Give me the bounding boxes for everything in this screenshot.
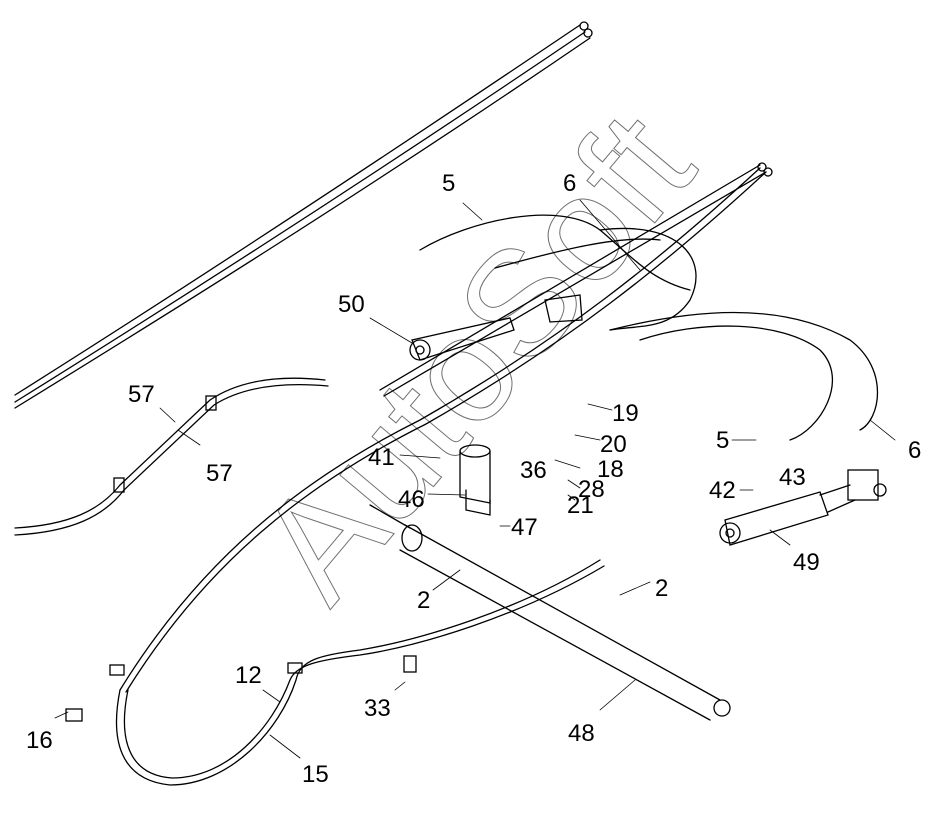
callout-5-upper: 5	[442, 170, 456, 197]
watermark-text: AutoSoft	[226, 82, 725, 631]
callout-15: 15	[302, 761, 329, 788]
hose-57	[14, 377, 329, 536]
callout-19: 19	[612, 400, 639, 427]
callout-36: 36	[520, 457, 547, 484]
callout-47: 47	[511, 514, 538, 541]
callout-12: 12	[235, 662, 262, 689]
watermark: AutoSoft	[225, 81, 725, 631]
valve-block-46	[459, 444, 491, 516]
callout-57-b: 57	[206, 460, 233, 487]
callout-28: 28	[578, 476, 605, 503]
callout-18: 18	[597, 456, 624, 483]
callout-46: 46	[398, 486, 425, 513]
callout-48: 48	[568, 720, 595, 747]
callout-2-right: 2	[655, 575, 669, 602]
callout-41: 41	[368, 444, 395, 471]
leader-lines	[54, 199, 896, 759]
cylinder-50	[409, 294, 583, 361]
callout-16: 16	[26, 727, 53, 754]
hose-5-upper	[419, 214, 879, 441]
callout-33: 33	[364, 695, 391, 722]
callout-6-right: 6	[908, 437, 922, 464]
callout-6-upper: 6	[563, 170, 577, 197]
callout-20: 20	[600, 431, 627, 458]
callout-50: 50	[338, 291, 365, 318]
callout-42: 42	[709, 477, 736, 504]
callout-21: 21	[567, 492, 594, 519]
clamp-33	[403, 655, 417, 673]
hose-top-long	[14, 21, 593, 409]
callout-43: 43	[779, 464, 806, 491]
callout-49: 49	[793, 549, 820, 576]
callout-5-right: 5	[716, 427, 730, 454]
cylinder-49	[719, 469, 887, 546]
callout-57-a: 57	[128, 381, 155, 408]
callout-2-left: 2	[417, 587, 431, 614]
clamp-16	[65, 708, 83, 722]
cylinder-48	[369, 504, 731, 721]
hose-loop-12-15	[109, 559, 605, 786]
